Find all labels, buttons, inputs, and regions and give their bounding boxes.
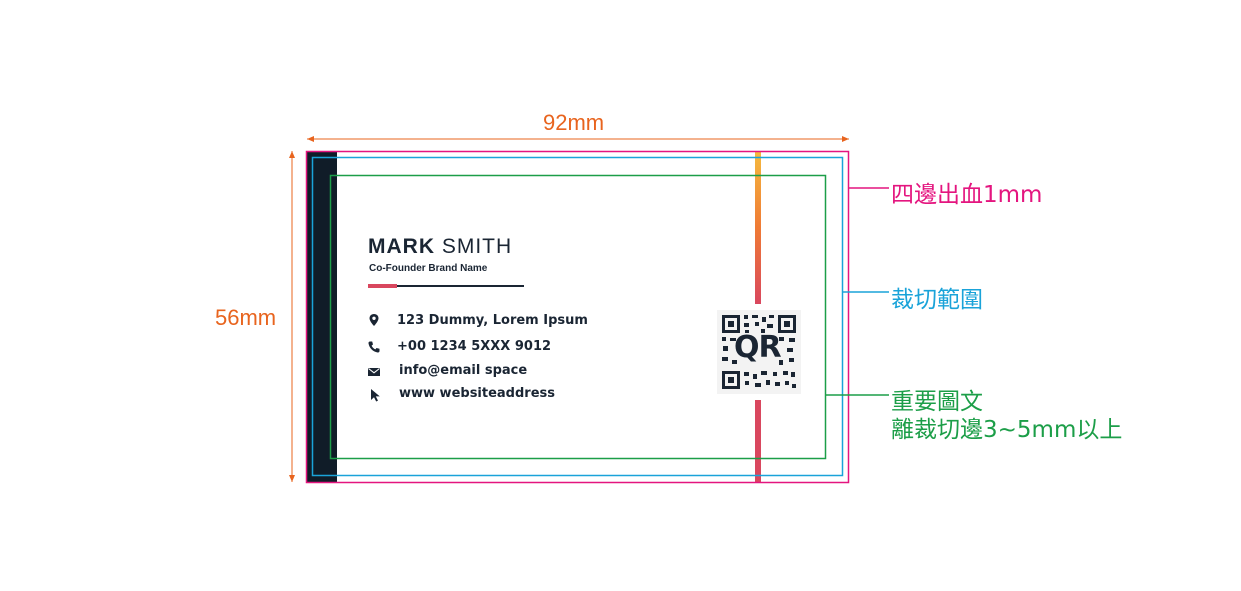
bleed-annotation: 四邊出血1mm	[891, 182, 1043, 208]
name-underline-accent	[368, 284, 397, 288]
qr-pattern	[722, 315, 796, 389]
safe-annotation-line2: 離裁切邊3~5mm以上	[891, 417, 1123, 443]
trim-annotation: 裁切範圍	[891, 287, 983, 313]
qr-code	[717, 310, 801, 394]
safe-annotation-line1: 重要圖文	[891, 389, 983, 415]
height-dimension-arrow	[289, 151, 295, 482]
name-underline	[368, 285, 524, 287]
trim-box	[311, 156, 844, 477]
card-accent-line-top	[755, 152, 761, 304]
email-icon	[368, 368, 380, 376]
card-email: info@email space	[399, 363, 528, 378]
bleed-box	[305, 150, 850, 484]
cursor-icon	[371, 389, 380, 402]
safe-box	[329, 174, 827, 460]
card-phone: +00 1234 5XXX 9012	[397, 339, 552, 354]
card-first-name: MARK	[368, 235, 435, 258]
card-last-name: SMITH	[441, 235, 513, 258]
width-dimension-arrow	[307, 136, 849, 142]
phone-icon	[368, 341, 380, 353]
location-pin-icon	[369, 314, 379, 326]
card-accent-line-bottom	[755, 400, 761, 482]
card-name: MARK SMITH	[368, 235, 512, 259]
card-address: 123 Dummy, Lorem Ipsum	[397, 313, 588, 328]
qr-label: QR	[734, 330, 782, 365]
height-label: 56mm	[215, 305, 277, 330]
width-label: 92mm	[543, 110, 605, 135]
card-website: www websiteaddress	[399, 386, 555, 401]
card-subtitle: Co-Founder Brand Name	[369, 263, 488, 274]
